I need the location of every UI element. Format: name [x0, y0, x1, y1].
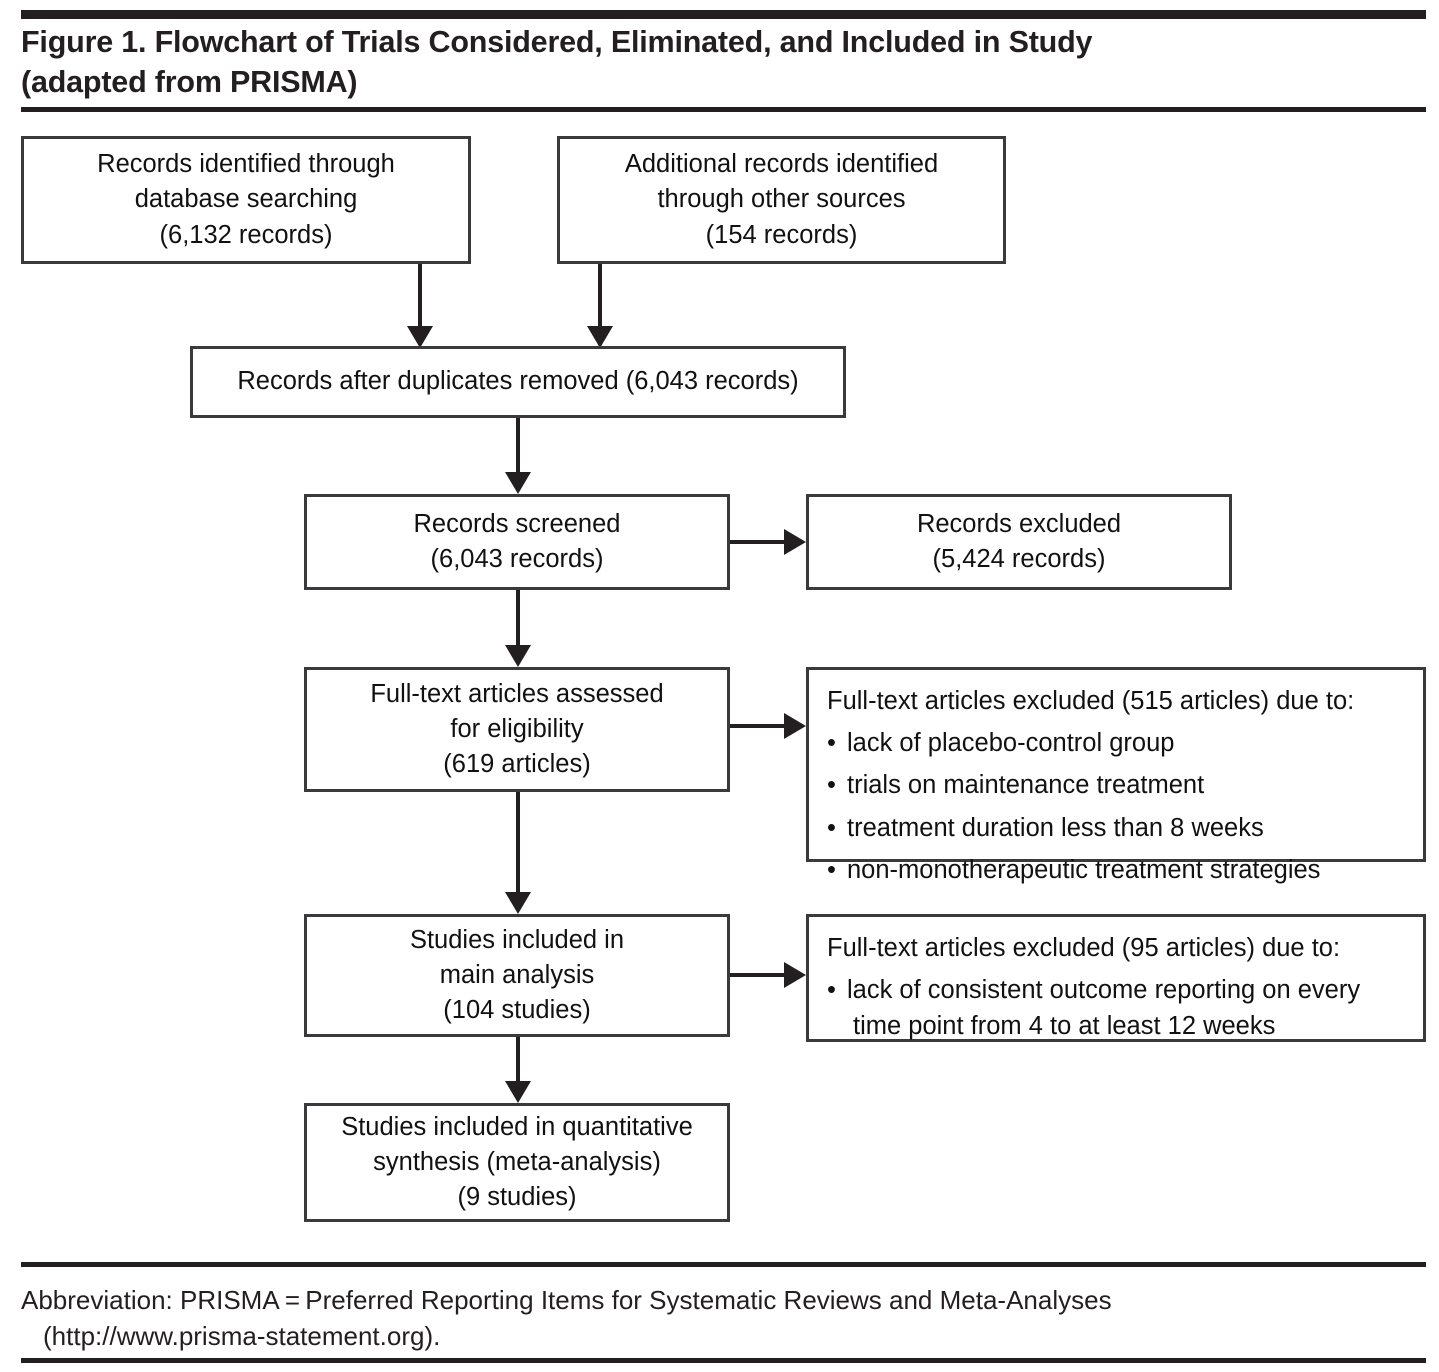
connector-fulltext-to-excluded-515: [730, 724, 788, 728]
top-rule-thick: [21, 10, 1426, 19]
box-line: (9 studies): [457, 1183, 577, 1212]
footnote-line-2: (http://www.prisma-statement.org).: [43, 1320, 441, 1351]
bullet-icon: •: [827, 976, 836, 1005]
figure-footnote: Abbreviation: PRISMA = Preferred Reporti…: [21, 1283, 1421, 1355]
box-line: (619 articles): [443, 750, 591, 779]
box-line: (5,424 records): [932, 545, 1106, 573]
box-records-screened: Records screened (6,043 records): [304, 494, 730, 590]
excluded-515-reason-item: • treatment duration less than 8 weeks: [827, 811, 1264, 846]
excluded-515-heading: Full-text articles excluded (515 article…: [827, 687, 1355, 715]
box-line: (6,043 records): [430, 545, 604, 573]
footnote-top-rule: [21, 1262, 1426, 1267]
arrow-studies-main-to-excluded-95: [784, 962, 806, 988]
box-records-excluded: Records excluded (5,424 records): [806, 494, 1232, 590]
box-line: (104 studies): [443, 996, 591, 1025]
figure-title-line-2: (adapted from PRISMA): [21, 65, 358, 100]
box-studies-included-main-analysis: Studies included in main analysis (104 s…: [304, 914, 730, 1037]
box-line: Records screened: [413, 509, 621, 538]
connector-screened-to-excluded: [730, 540, 788, 544]
bottom-rule: [21, 1358, 1426, 1363]
bullet-icon: •: [827, 855, 836, 884]
excluded-515-reason-text: treatment duration less than 8 weeks: [847, 813, 1264, 842]
box-records-identified-other-sources: Additional records identified through ot…: [557, 136, 1006, 264]
connector-database-to-duplicates: [418, 264, 422, 330]
arrow-fulltext-to-studies-main: [505, 892, 531, 914]
box-line: Additional records identified: [624, 150, 939, 179]
excluded-95-reason-line-1: lack of consistent outcome reporting on …: [847, 976, 1361, 1005]
box-line: Records identified through: [97, 150, 395, 179]
connector-fulltext-to-studies-main-2: [516, 860, 520, 900]
connector-screened-to-fulltext: [516, 590, 520, 649]
box-line: Studies included in quantitative: [341, 1112, 693, 1141]
footnote-line-1: Abbreviation: PRISMA = Preferred Reporti…: [21, 1285, 1112, 1315]
excluded-515-reason-item: • lack of placebo-control group: [827, 726, 1174, 761]
connector-other-sources-to-duplicates: [598, 264, 602, 330]
arrow-database-to-duplicates: [407, 326, 433, 348]
box-line: through other sources: [657, 185, 906, 214]
excluded-515-reason-text: trials on maintenance treatment: [847, 771, 1205, 800]
arrow-duplicates-to-screened: [505, 472, 531, 494]
box-line: synthesis (meta-analysis): [373, 1147, 661, 1176]
connector-fulltext-to-studies-main: [516, 792, 520, 870]
box-line: (6,132 records): [159, 220, 333, 249]
box-fulltext-articles-assessed: Full-text articles assessed for eligibil…: [304, 667, 730, 792]
box-line: Records excluded: [916, 509, 1122, 538]
box-records-identified-database: Records identified through database sear…: [21, 136, 471, 264]
box-studies-included-quantitative-synthesis: Studies included in quantitative synthes…: [304, 1103, 730, 1222]
box-records-after-duplicates-removed: Records after duplicates removed (6,043 …: [190, 346, 846, 418]
box-line: (154 records): [705, 220, 858, 249]
figure-title: Figure 1. Flowchart of Trials Considered…: [21, 22, 1341, 103]
arrow-screened-to-fulltext: [505, 645, 531, 667]
connector-studies-main-to-quantitative: [516, 1037, 520, 1085]
arrow-studies-main-to-quantitative: [505, 1081, 531, 1103]
excluded-515-reason-item: • non-monotherapeutic treatment strategi…: [827, 853, 1320, 888]
arrow-fulltext-to-excluded-515: [784, 713, 806, 739]
excluded-515-reason-text: lack of placebo-control group: [847, 729, 1175, 758]
box-line: main analysis: [439, 960, 595, 989]
arrow-other-sources-to-duplicates: [587, 326, 613, 348]
excluded-95-heading: Full-text articles excluded (95 articles…: [827, 934, 1341, 962]
title-separator-rule: [21, 107, 1426, 112]
figure-title-line-1: Figure 1. Flowchart of Trials Considered…: [21, 25, 1093, 59]
connector-duplicates-to-screened: [516, 418, 520, 476]
box-line: Full-text articles assessed: [370, 679, 664, 708]
box-fulltext-excluded-95: Full-text articles excluded (95 articles…: [806, 914, 1426, 1042]
box-line: Studies included in: [409, 925, 625, 954]
box-fulltext-excluded-515: Full-text articles excluded (515 article…: [806, 667, 1426, 884]
box-line: database searching: [134, 185, 358, 214]
arrow-screened-to-excluded: [784, 529, 806, 555]
excluded-95-reason-line-2: time point from 4 to at least 12 weeks: [853, 1011, 1276, 1040]
excluded-95-reason-text: lack of consistent outcome reporting on …: [847, 973, 1360, 1044]
box-line: for eligibility: [450, 714, 584, 743]
excluded-515-reason-text: non-monotherapeutic treatment strategies: [847, 855, 1321, 884]
excluded-95-reason-item: • lack of consistent outcome reporting o…: [827, 973, 1360, 1044]
bullet-icon: •: [827, 813, 836, 842]
connector-studies-main-to-excluded-95: [730, 973, 788, 977]
box-line: Records after duplicates removed (6,043 …: [237, 367, 799, 396]
bullet-icon: •: [827, 729, 836, 758]
excluded-515-reason-item: • trials on maintenance treatment: [827, 768, 1204, 803]
bullet-icon: •: [827, 771, 836, 800]
